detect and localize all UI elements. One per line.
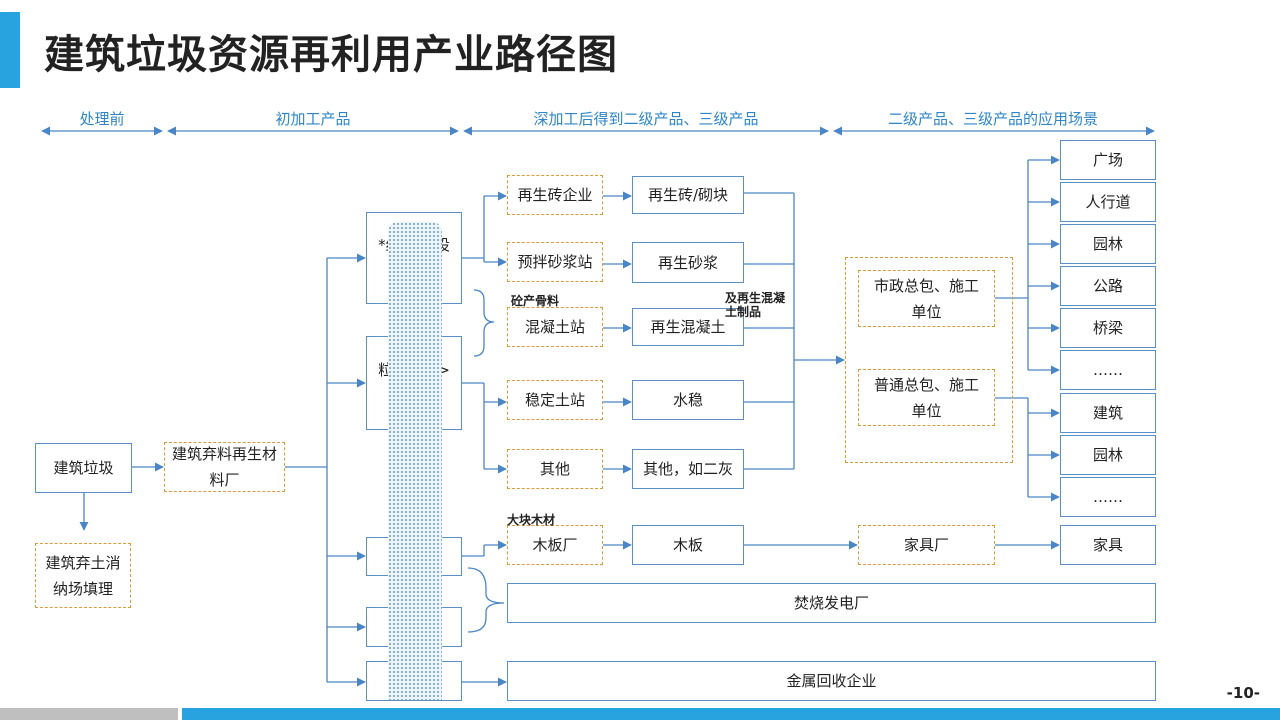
footer-bar-blue	[182, 708, 1280, 720]
app-garden: 园林	[1060, 224, 1156, 264]
app-garden-2: 园林	[1060, 435, 1156, 475]
node-construction-waste: 建筑垃圾	[35, 443, 132, 493]
app-square: 广场	[1060, 140, 1156, 180]
contractors-group	[845, 257, 1013, 463]
app-road: 公路	[1060, 266, 1156, 306]
node-water-stable: 水稳	[632, 380, 744, 420]
page-number: -10-	[1226, 684, 1260, 702]
node-wood-board-factory: 木板厂	[507, 525, 603, 565]
app-sidewalk: 人行道	[1060, 182, 1156, 222]
node-concrete-station: 混凝土站	[507, 307, 603, 347]
node-other-lime: 其他，如二灰	[632, 449, 744, 489]
node-municipal-contractor: 市政总包、施工单位	[858, 270, 995, 327]
app-furniture: 家具	[1060, 525, 1156, 565]
node-recycled-concrete: 再生混凝土	[632, 308, 744, 346]
app-bridge: 桥梁	[1060, 308, 1156, 348]
footer-bar-gray	[0, 708, 178, 720]
app-more-1: ……	[1060, 350, 1156, 390]
node-stabilized-soil: 稳定土站	[507, 380, 603, 420]
app-building: 建筑	[1060, 393, 1156, 433]
app-more-2: ……	[1060, 477, 1156, 517]
node-landfill: 建筑弃土消纳场填理	[35, 543, 131, 608]
node-mortar-station: 预拌砂浆站	[507, 242, 603, 282]
note-concrete-products: 及再生混凝土制品	[725, 291, 786, 319]
page-title: 建筑垃圾资源再利用产业路径图	[44, 32, 618, 78]
note-large-wood: 大块木材	[507, 513, 556, 527]
node-other: 其他	[507, 449, 603, 489]
node-recycled-mortar: 再生砂浆	[632, 242, 744, 283]
node-recycled-brick: 再生砖/砌块	[632, 176, 744, 214]
node-recycling-plant: 建筑弃料再生材料厂	[164, 442, 285, 492]
stage-label-primary: 初加工产品	[275, 110, 351, 128]
note-concrete-aggregate: 砼产骨料	[511, 294, 560, 308]
node-furniture-factory: 家具厂	[858, 525, 995, 565]
node-metal-recycling: 金属回收企业	[507, 661, 1156, 701]
stage-label-application: 二级产品、三级产品的应用场景	[887, 110, 1098, 128]
dotted-overlay-panel	[388, 222, 442, 700]
node-general-contractor: 普通总包、施工单位	[858, 369, 995, 426]
node-brick-company: 再生砖企业	[507, 175, 603, 215]
stage-label-deep: 深加工后得到二级产品、三级产品	[533, 110, 759, 128]
stage-label-before: 处理前	[79, 110, 125, 128]
node-incineration-plant: 焚烧发电厂	[507, 583, 1156, 623]
node-wood-board: 木板	[632, 525, 744, 565]
title-accent-bar	[0, 12, 20, 88]
